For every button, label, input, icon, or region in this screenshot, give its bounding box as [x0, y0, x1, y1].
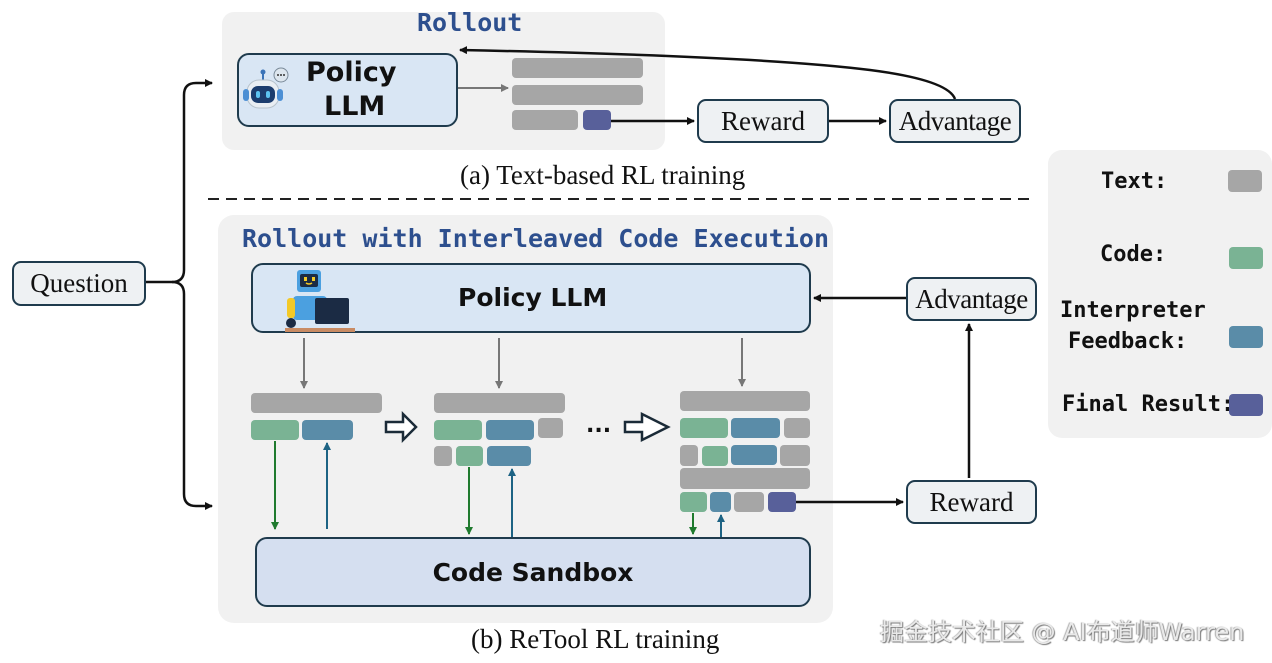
legend-label-feedback-2: Feedback: — [1068, 329, 1188, 354]
text-block — [780, 445, 810, 466]
text-block — [784, 418, 810, 438]
interleaved-rollout-title: Rollout with Interleaved Code Execution — [242, 224, 829, 253]
code-block — [680, 418, 728, 438]
legend-label-code: Code: — [1100, 242, 1167, 267]
legend-label-final: Final Result: — [1062, 392, 1235, 417]
code-block — [434, 420, 482, 440]
advantage-to-policy-arrow — [459, 46, 957, 100]
feedback-block — [302, 420, 353, 440]
legend: Text: Code: Interpreter Feedback: Final … — [1048, 150, 1272, 438]
caption-a: (a) Text-based RL training — [460, 160, 746, 190]
text-block — [512, 110, 578, 130]
final-result-block — [768, 492, 796, 512]
legend-swatch-final — [1229, 394, 1263, 416]
advantage-node-top: Advantage — [889, 99, 1021, 143]
feedback-block — [710, 492, 731, 512]
code-block — [680, 492, 707, 512]
text-block — [251, 393, 382, 413]
text-block — [512, 85, 643, 105]
reward-node-bottom: Reward — [906, 480, 1037, 524]
rollout-title: Rollout — [417, 8, 523, 37]
legend-swatch-text — [1228, 170, 1262, 192]
legend-label-text: Text: — [1101, 169, 1168, 194]
question-connector — [171, 280, 213, 510]
policy-llm-label-line2: LLM — [324, 91, 386, 122]
policy-llm-box-top: Policy LLM — [237, 53, 458, 127]
code-sandbox-box: Code Sandbox — [255, 537, 811, 607]
robot-laptop-icon — [285, 268, 357, 332]
feedback-block — [731, 445, 777, 465]
question-node: Question — [12, 261, 146, 306]
text-block — [680, 468, 810, 489]
advantage-node-bottom: Advantage — [906, 277, 1037, 321]
step-arrow — [623, 411, 671, 443]
code-block — [251, 420, 299, 440]
text-block — [680, 445, 698, 466]
watermark: 掘金技术社区 @ AI布道师Warren — [880, 618, 1245, 646]
text-block — [512, 58, 643, 78]
final-result-block — [583, 110, 611, 130]
code-sandbox-label: Code Sandbox — [432, 558, 634, 587]
robot-icon — [241, 65, 291, 115]
question-connector — [146, 79, 213, 284]
feedback-block — [731, 418, 780, 438]
policy-llm-box-bottom: Policy LLM — [251, 263, 811, 333]
text-block — [434, 446, 452, 466]
feedback-block — [486, 420, 534, 440]
policy-llm-label-line1: Policy — [306, 57, 397, 88]
step-arrow — [384, 410, 418, 444]
code-block — [456, 446, 483, 466]
code-block — [702, 446, 728, 466]
legend-label-feedback-1: Interpreter — [1060, 298, 1206, 323]
reward-node-top: Reward — [697, 99, 829, 143]
caption-b: (b) ReTool RL training — [471, 624, 720, 654]
text-block — [680, 391, 810, 411]
ellipsis: ... — [586, 413, 612, 438]
text-block — [538, 418, 563, 438]
text-block — [434, 393, 565, 413]
legend-swatch-feedback — [1229, 326, 1263, 348]
feedback-block — [487, 446, 531, 466]
policy-llm-label: Policy LLM — [458, 283, 608, 312]
legend-swatch-code — [1229, 247, 1263, 269]
text-block — [734, 492, 764, 512]
